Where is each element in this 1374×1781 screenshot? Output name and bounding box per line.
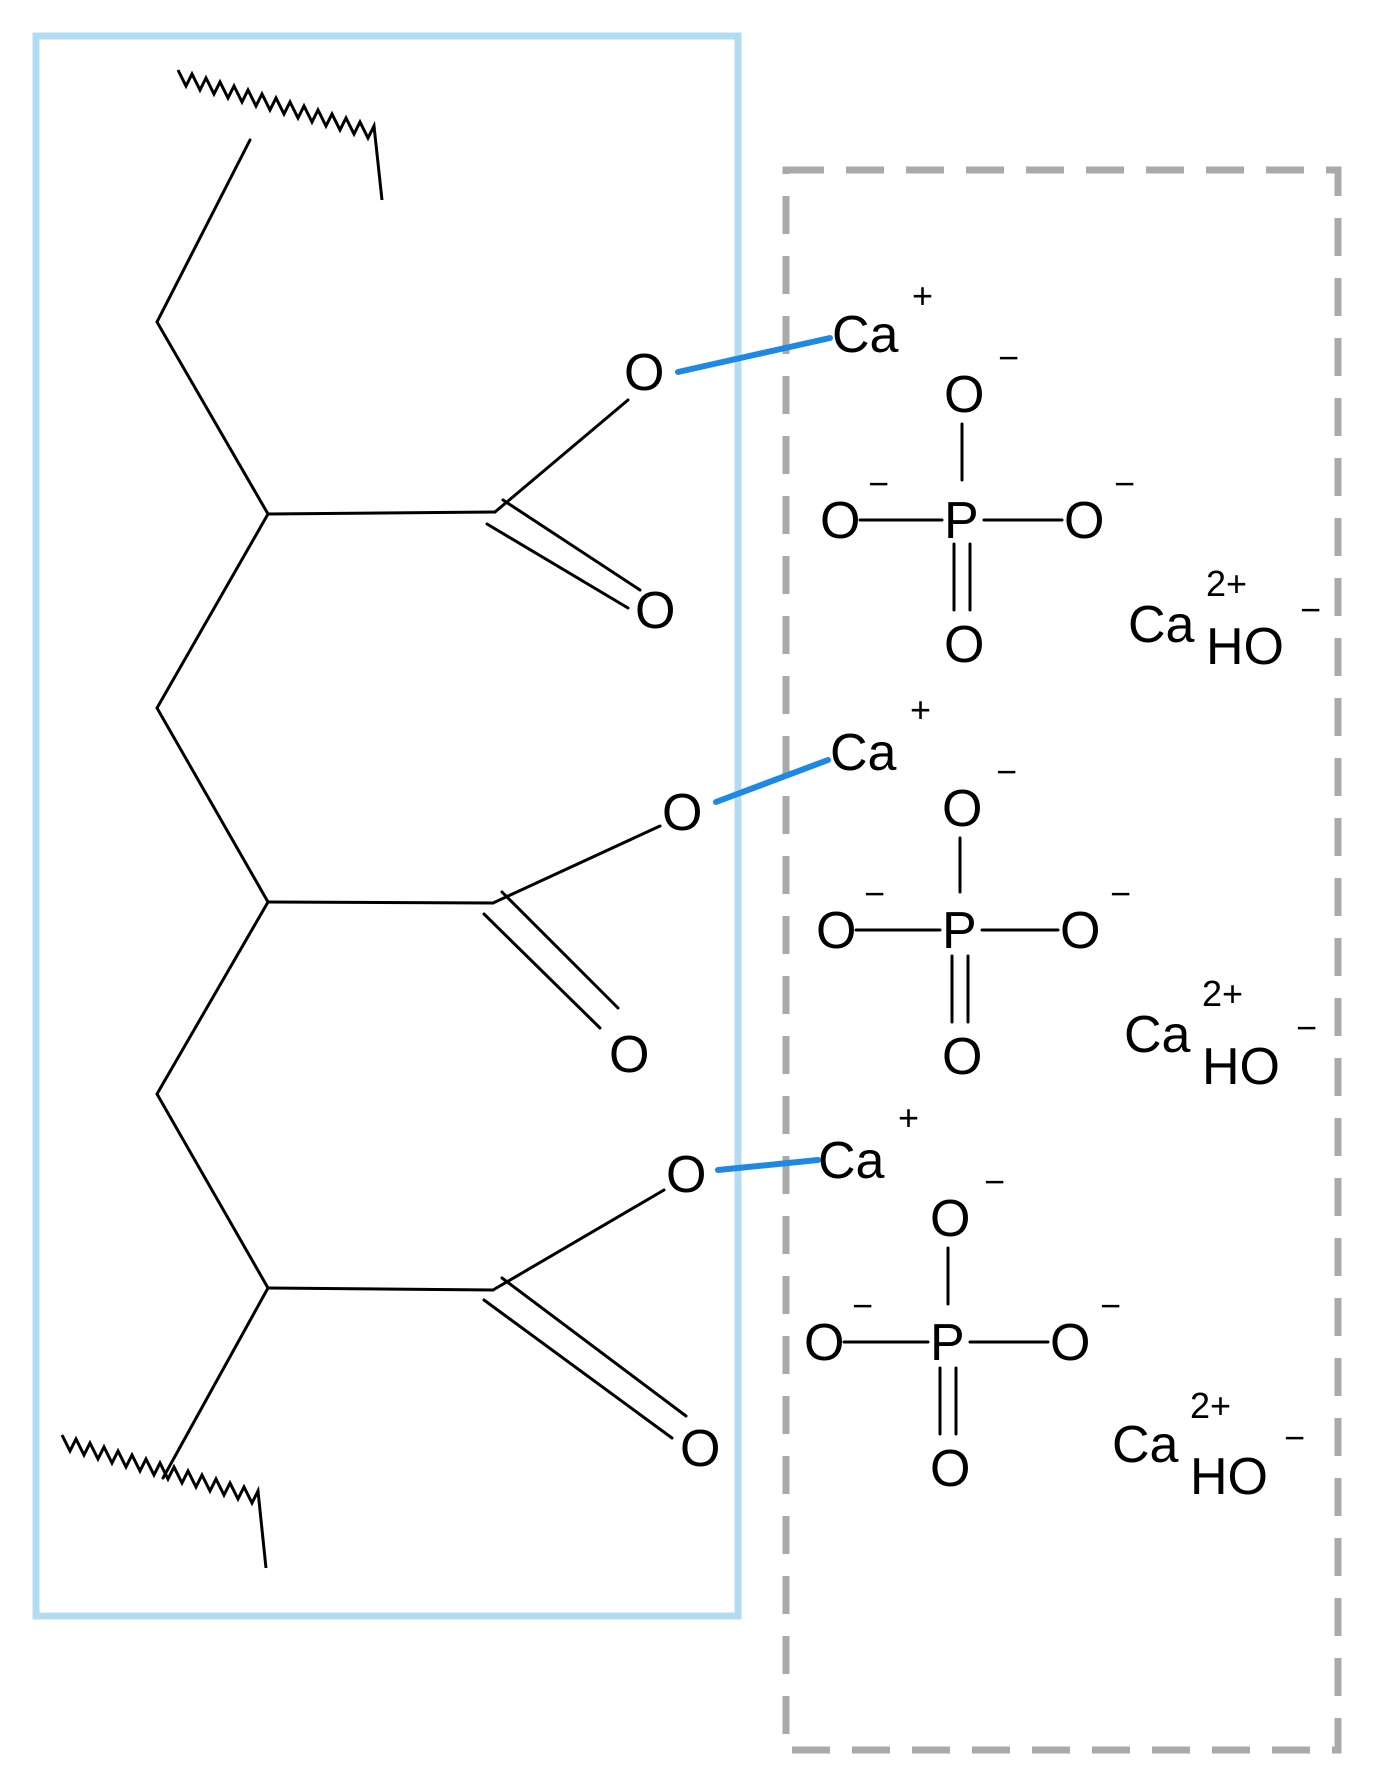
plus-charge: + <box>912 275 933 316</box>
c-o-double-bond-a <box>482 912 602 1030</box>
minus-charge: − <box>996 751 1017 792</box>
c-c-bond <box>266 510 497 516</box>
polymer-box <box>32 32 742 1620</box>
oxygen-atom-label: O <box>942 780 982 838</box>
calcium-ion-bound-1: Ca + <box>832 275 933 364</box>
polymer-backbone <box>155 138 270 1480</box>
oxygen-atom-label: O <box>662 784 702 842</box>
c-c-bond <box>266 1286 495 1292</box>
oxygen-atom-label: O <box>1064 492 1104 550</box>
carboxylate-group-1: O O <box>266 344 675 640</box>
calcium-atom-label: Ca <box>832 306 899 364</box>
oxygen-atom-label: O <box>820 492 860 550</box>
oxygen-atom-label: O <box>1060 902 1100 960</box>
phosphorus-atom-label: P <box>942 902 977 960</box>
ionic-bond-2 <box>713 757 831 805</box>
oxygen-atom-label: O <box>609 1026 649 1084</box>
phosphate-ion-1: P O − O − O − O <box>820 337 1135 674</box>
minus-charge: − <box>1284 1417 1305 1458</box>
oxygen-atom-label: O <box>1050 1314 1090 1372</box>
oxygen-atom-label: O <box>680 1420 720 1478</box>
calcium-atom-label: Ca <box>818 1132 885 1190</box>
wavy-end-bottom <box>60 1434 268 1569</box>
calcium-atom-label: Ca <box>830 724 897 782</box>
plus-charge: + <box>898 1097 919 1138</box>
calcium-hydroxide-3: Ca 2+ HO − <box>1112 1385 1305 1506</box>
hydroxide-label: HO <box>1202 1038 1280 1096</box>
minus-charge: − <box>864 873 885 914</box>
hydroxide-label: HO <box>1206 618 1284 676</box>
minus-charge: − <box>1100 1285 1121 1326</box>
oxygen-atom-label: O <box>666 1146 706 1204</box>
phosphorus-atom-label: P <box>944 492 979 550</box>
carboxylate-group-3: O O <box>266 1146 720 1478</box>
two-plus-charge: 2+ <box>1206 563 1247 604</box>
minus-charge: − <box>998 337 1019 378</box>
minus-charge: − <box>852 1285 873 1326</box>
c-o-double-bond-b <box>501 498 642 592</box>
oxygen-atom-label: O <box>942 1028 982 1086</box>
calcium-hydroxide-2: Ca 2+ HO − <box>1124 973 1317 1096</box>
phosphate-ion-3: P O − O − O − O <box>804 1161 1121 1498</box>
calcium-ion-bound-2: Ca + <box>830 689 931 782</box>
phosphorus-atom-label: P <box>930 1314 965 1372</box>
c-o-double-bond-b <box>500 1276 688 1418</box>
oxygen-atom-label: O <box>930 1440 970 1498</box>
c-o-double-bond-b <box>500 890 620 1010</box>
two-plus-charge: 2+ <box>1202 973 1243 1014</box>
calcium-atom-label: Ca <box>1128 596 1195 654</box>
ionic-bond-3 <box>715 1157 821 1173</box>
calcium-atom-label: Ca <box>1112 1416 1179 1474</box>
minus-charge: − <box>1114 463 1135 504</box>
c-o-double-bond-a <box>482 1298 674 1440</box>
wavy-end-top <box>176 69 384 201</box>
oxygen-atom-label: O <box>804 1314 844 1372</box>
oxygen-atom-label: O <box>624 344 664 402</box>
c-c-bond <box>266 900 495 905</box>
hydroxide-label: HO <box>1190 1448 1268 1506</box>
minus-charge: − <box>1296 1007 1317 1048</box>
calcium-atom-label: Ca <box>1124 1006 1191 1064</box>
phosphate-ion-2: P O − O − O − O <box>816 751 1131 1086</box>
plus-charge: + <box>910 689 931 730</box>
minus-charge: − <box>1110 873 1131 914</box>
minus-charge: − <box>1300 589 1321 630</box>
calcium-hydroxide-1: Ca 2+ HO − <box>1128 563 1321 676</box>
calcium-ion-bound-3: Ca + <box>818 1097 919 1190</box>
mineral-box <box>782 166 1342 1754</box>
c-o-single-bond <box>491 1188 666 1292</box>
c-o-single-bond <box>493 398 630 514</box>
oxygen-atom-label: O <box>635 582 675 640</box>
oxygen-atom-label: O <box>816 902 856 960</box>
minus-charge: − <box>984 1161 1005 1202</box>
oxygen-atom-label: O <box>944 366 984 424</box>
carboxylate-group-2: O O <box>266 784 702 1084</box>
c-o-double-bond-a <box>485 522 630 610</box>
minus-charge: − <box>868 463 889 504</box>
oxygen-atom-label: O <box>944 616 984 674</box>
two-plus-charge: 2+ <box>1190 1385 1231 1426</box>
oxygen-atom-label: O <box>930 1190 970 1248</box>
c-o-single-bond <box>491 824 662 905</box>
ionic-bond-1 <box>675 335 833 375</box>
